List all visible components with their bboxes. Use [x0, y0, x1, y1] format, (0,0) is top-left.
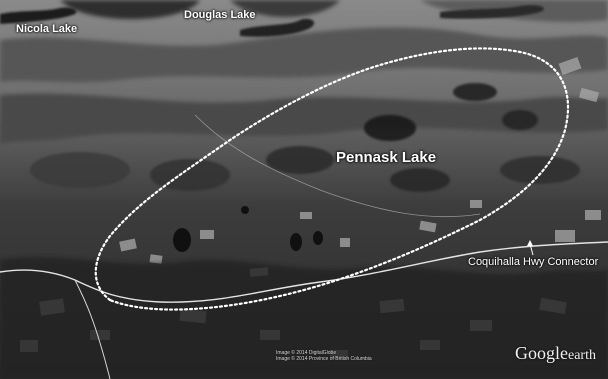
label-douglas-lake: Douglas Lake: [184, 9, 256, 21]
google-earth-logo: Googleearth: [515, 343, 596, 364]
upper-water: [440, 5, 544, 19]
label-highway: Coquihalla Hwy Connector: [468, 256, 599, 268]
small-lakes: [173, 206, 323, 252]
image-credit-2: Image © 2014 Province of British Columbi…: [276, 356, 372, 362]
logo-main-text: Google: [515, 343, 568, 363]
logo-sub-text: earth: [568, 348, 596, 363]
highway-arrow-icon: [527, 240, 534, 256]
label-nicola-lake: Nicola Lake: [16, 23, 78, 35]
image-credit-1: Image © 2014 DigitalGlobe: [276, 350, 337, 356]
highway-branch: [74, 279, 111, 379]
study-area-boundary: [94, 47, 570, 311]
distant-ridges: [0, 0, 608, 144]
foreground-forest: [0, 257, 608, 379]
nicola-lake-water: [0, 7, 77, 24]
label-pennask-lake: Pennask Lake: [336, 149, 437, 166]
douglas-lake-water: [240, 18, 315, 37]
secondary-road: [194, 114, 481, 218]
